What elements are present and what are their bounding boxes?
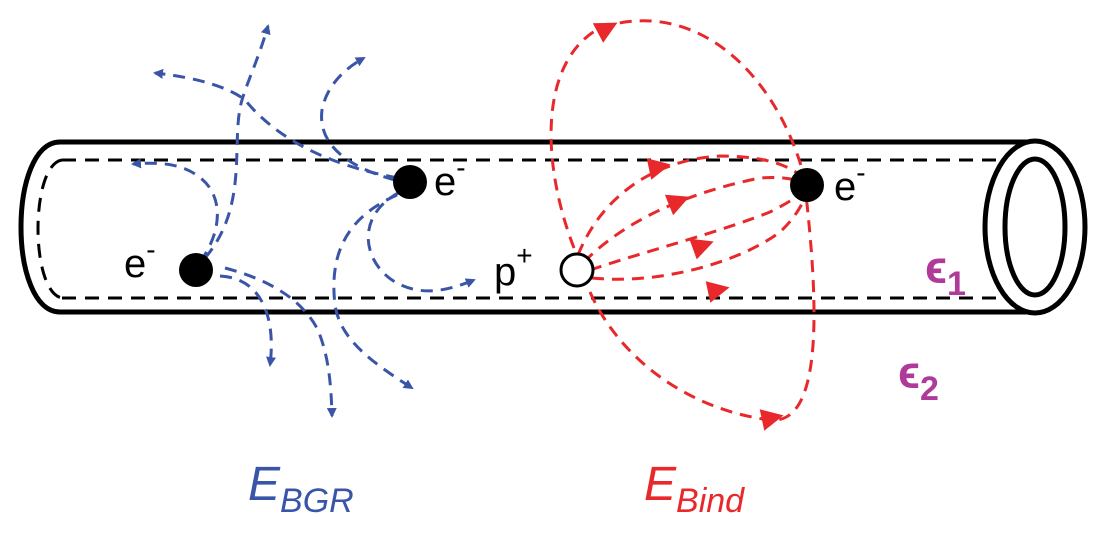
electron-mid: [393, 165, 427, 199]
bind-field-lines: [549, 19, 816, 422]
bind-field-line: [549, 19, 807, 249]
energy-bind-label: EBind: [644, 458, 745, 520]
bgr-field-line: [153, 68, 399, 180]
epsilon1-label: ϵ1: [925, 241, 966, 303]
bind-field-arrowheads: [592, 22, 784, 431]
arrowhead: [646, 158, 671, 180]
charges: [179, 165, 824, 288]
proton: [559, 252, 595, 288]
tube-inner-wall: [36, 158, 1030, 300]
electron-left: [179, 253, 213, 287]
arrowhead: [664, 194, 690, 216]
electron-right: [790, 168, 824, 202]
bgr-field-line: [219, 274, 276, 367]
bind-field-line: [591, 194, 808, 281]
arrowhead: [759, 409, 784, 431]
tube-outer-wall: [18, 139, 1040, 315]
bgr-field-line: [131, 158, 219, 263]
bgr-field-line: [332, 193, 414, 390]
bgr-field-line: [320, 56, 396, 182]
tube-end-inner-ring: [1002, 156, 1068, 298]
bgr-field-line: [366, 190, 476, 293]
bind-field-line: [589, 188, 807, 272]
arrowhead: [592, 22, 618, 43]
bind-field-line: [576, 154, 807, 256]
proton-label: p+: [494, 240, 533, 294]
electron-left-label: e-: [124, 234, 156, 286]
bgr-field-lines: [131, 24, 476, 418]
energy-bgr-label: EBGR: [248, 458, 354, 520]
electron-mid-label: e-: [434, 152, 466, 204]
bgr-field-line: [224, 266, 337, 418]
arrowhead: [705, 281, 730, 303]
bgr-field-line: [203, 24, 271, 259]
nanotube: [18, 138, 1088, 316]
arrowhead: [689, 238, 714, 260]
epsilon2-label: ϵ2: [898, 346, 939, 408]
electron-right-label: e-: [834, 157, 866, 209]
